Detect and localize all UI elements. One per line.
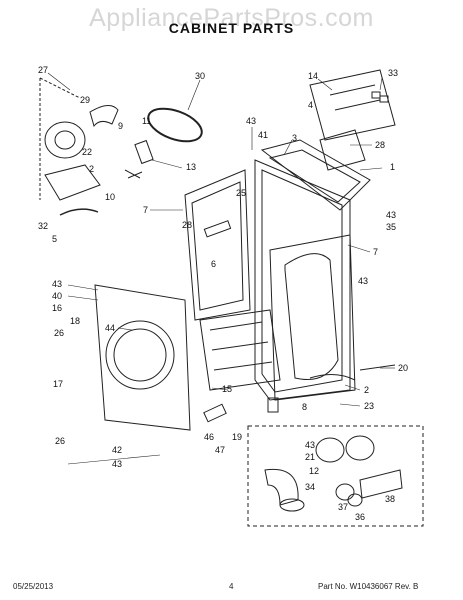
blower-housing (44, 121, 86, 159)
callout-11: 11 (142, 116, 151, 126)
hose (309, 374, 356, 381)
callout-23: 23 (364, 401, 374, 411)
callout-42: 42 (112, 445, 122, 455)
callout-15: 15 (222, 384, 232, 394)
callout-26-bottom: 26 (55, 436, 65, 446)
motor-mount (44, 164, 101, 201)
callout-27: 27 (38, 65, 48, 75)
foot (267, 397, 279, 413)
left-side-panel (184, 169, 251, 321)
exhaust-duct (359, 469, 403, 499)
front-panel (94, 284, 191, 431)
callout-25: 25 (236, 188, 246, 198)
callout-43-top: 43 (246, 116, 256, 126)
footer-page: 4 (229, 582, 234, 591)
callout-1: 1 (390, 162, 395, 172)
callout-3: 3 (292, 133, 297, 143)
callout-2-bottom: 2 (364, 385, 369, 395)
callout-8: 8 (302, 402, 307, 412)
callout-12: 12 (309, 466, 319, 476)
callout-22: 22 (82, 147, 92, 157)
callout-7-left: 7 (143, 205, 148, 215)
callout-46: 46 (204, 432, 214, 442)
top-panel (260, 139, 371, 211)
footer-part-number: Part No. W10436067 Rev. B (318, 582, 419, 591)
callout-32: 32 (38, 221, 48, 231)
callout-13: 13 (186, 162, 196, 172)
callout-30: 30 (195, 71, 205, 81)
callout-40: 40 (52, 291, 62, 301)
callout-28-right: 28 (375, 140, 385, 150)
callout-6: 6 (211, 259, 216, 269)
callout-5: 5 (52, 234, 57, 244)
toe-kick (203, 403, 227, 423)
callout-44: 44 (105, 323, 115, 333)
callout-16: 16 (52, 303, 62, 313)
callout-36: 36 (355, 512, 365, 522)
callout-43-left: 43 (52, 279, 62, 289)
page-title: CABINET PARTS (168, 20, 295, 36)
callout-38: 38 (385, 494, 395, 504)
callout-41: 41 (258, 130, 268, 140)
callout-21: 21 (305, 452, 315, 462)
callout-34: 34 (305, 482, 315, 492)
callout-17: 17 (53, 379, 63, 389)
callout-47: 47 (215, 445, 225, 455)
cabinet-base (199, 309, 281, 391)
footer-date: 05/25/2013 (13, 582, 54, 591)
watermark: AppliancePartsPros.com (89, 4, 374, 32)
callout-20: 20 (398, 363, 408, 373)
callout-43-bottom: 43 (112, 459, 122, 469)
group-bracket-27 (39, 77, 81, 200)
callout-14: 14 (308, 71, 318, 81)
callout-43-right: 43 (386, 210, 396, 220)
callout-9: 9 (118, 121, 123, 131)
exhaust-kit-box (247, 425, 424, 527)
callout-4: 4 (308, 100, 313, 110)
drive-belt (147, 107, 203, 143)
callout-26-top: 26 (54, 328, 64, 338)
callout-10: 10 (105, 192, 115, 202)
callout-2-top: 2 (89, 164, 94, 174)
callout-33: 33 (388, 68, 398, 78)
callout-37: 37 (338, 502, 348, 512)
door-opening (105, 320, 175, 390)
right-side-panel (269, 234, 356, 401)
cabinet-frame (254, 159, 351, 401)
exhaust-elbow (264, 468, 299, 506)
callout-19: 19 (232, 432, 242, 442)
callout-28-left: 28 (182, 220, 192, 230)
callout-29: 29 (80, 95, 90, 105)
callout-18: 18 (70, 316, 80, 326)
control-bracket (309, 69, 396, 141)
callout-7-right: 7 (373, 247, 378, 257)
callout-35: 35 (386, 222, 396, 232)
callout-43-mid: 43 (358, 276, 368, 286)
idler-bracket (134, 139, 154, 165)
callout-43-kit: 43 (305, 440, 315, 450)
